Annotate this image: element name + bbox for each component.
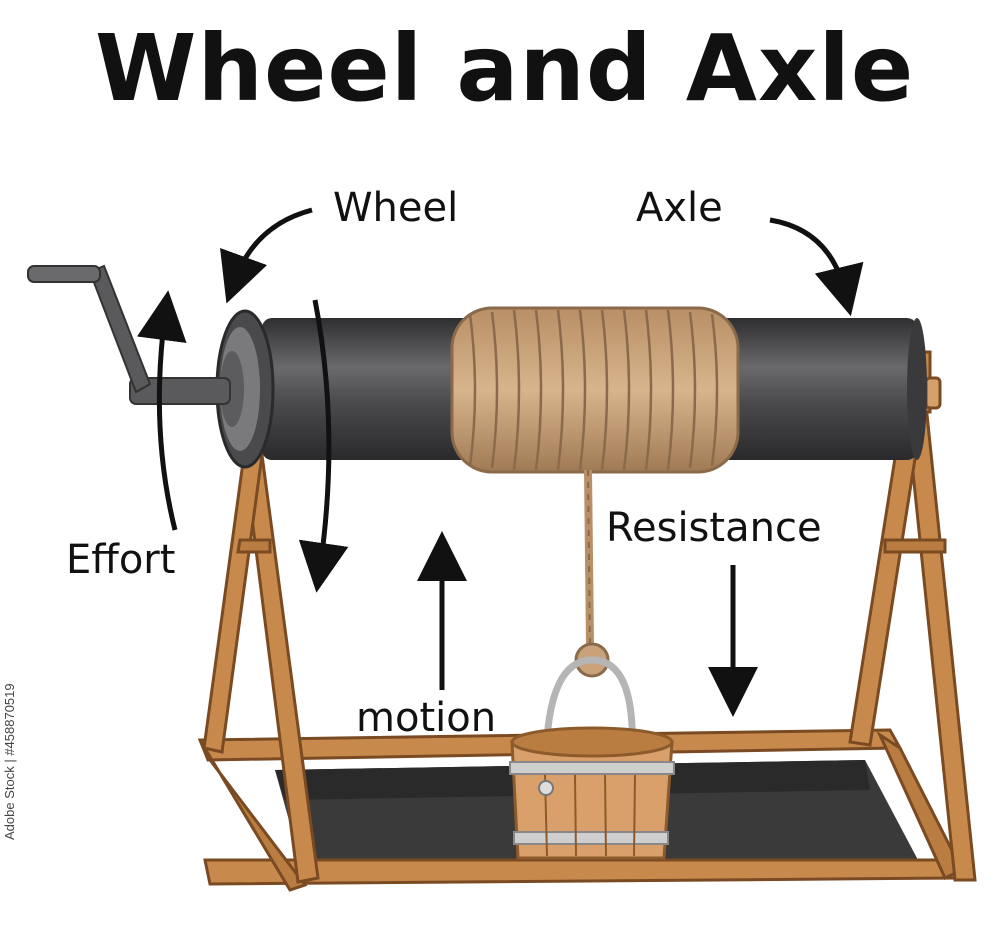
wheel-arrow — [220, 207, 313, 304]
label-effort: Effort — [66, 537, 176, 583]
stock-watermark-text: Adobe Stock | #458870519 — [2, 683, 17, 840]
wooden-frame — [197, 350, 977, 892]
label-wheel: Wheel — [333, 185, 459, 231]
bucket-icon — [509, 656, 675, 860]
rotation-arrow — [298, 299, 349, 593]
effort-arrow — [136, 290, 187, 531]
arrows — [136, 207, 864, 717]
label-motion: motion — [356, 695, 497, 741]
axle-arrow — [769, 217, 864, 317]
label-axle: Axle — [636, 185, 723, 231]
label-resistance: Resistance — [606, 505, 822, 551]
rope-coil — [450, 306, 740, 678]
page-title: Wheel and Axle — [95, 15, 915, 122]
crank-handle-icon — [88, 264, 152, 394]
